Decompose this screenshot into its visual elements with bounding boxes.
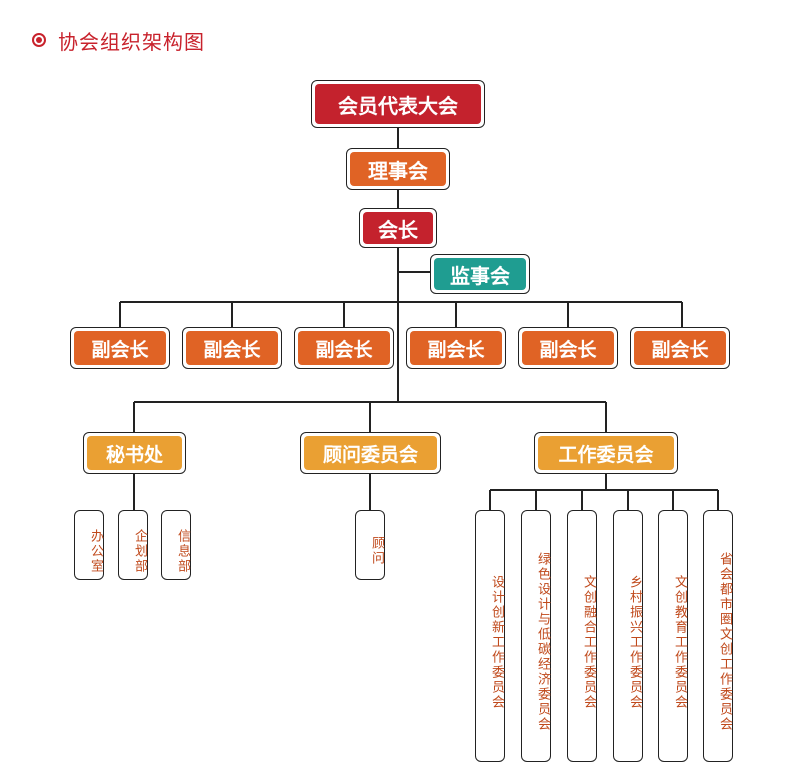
committee-item: 文创教育工作委员会 [658,510,688,762]
vice-president-node: 副会长 [518,327,618,369]
page-header: 协会组织架构图 [32,22,205,58]
page-title: 协会组织架构图 [58,29,205,54]
vice-president-node: 副会长 [182,327,282,369]
advisor-unit: 顾问 [355,510,385,580]
planning-unit: 企划部 [118,510,148,580]
committee-item: 省会都市圈文创工作委员会 [703,510,733,762]
congress-node: 会员代表大会 [311,80,485,128]
bullet-icon [32,33,46,47]
work-committee-node: 工作委员会 [534,432,678,474]
secretariat-node: 秘书处 [83,432,186,474]
vice-president-node: 副会长 [630,327,730,369]
vice-president-node: 副会长 [70,327,170,369]
committee-item: 设计创新工作委员会 [475,510,505,762]
committee-item: 绿色设计与低碳经济委员会 [521,510,551,762]
committee-item: 乡村振兴工作委员会 [613,510,643,762]
committee-item: 文创融合工作委员会 [567,510,597,762]
vice-president-node: 副会长 [294,327,394,369]
information-unit: 信息部 [161,510,191,580]
advisory-committee-node: 顾问委员会 [300,432,441,474]
supervisory-node: 监事会 [430,254,530,294]
president-node: 会长 [359,208,437,248]
office-unit: 办公室 [74,510,104,580]
vice-president-node: 副会长 [406,327,506,369]
council-node: 理事会 [346,148,450,190]
